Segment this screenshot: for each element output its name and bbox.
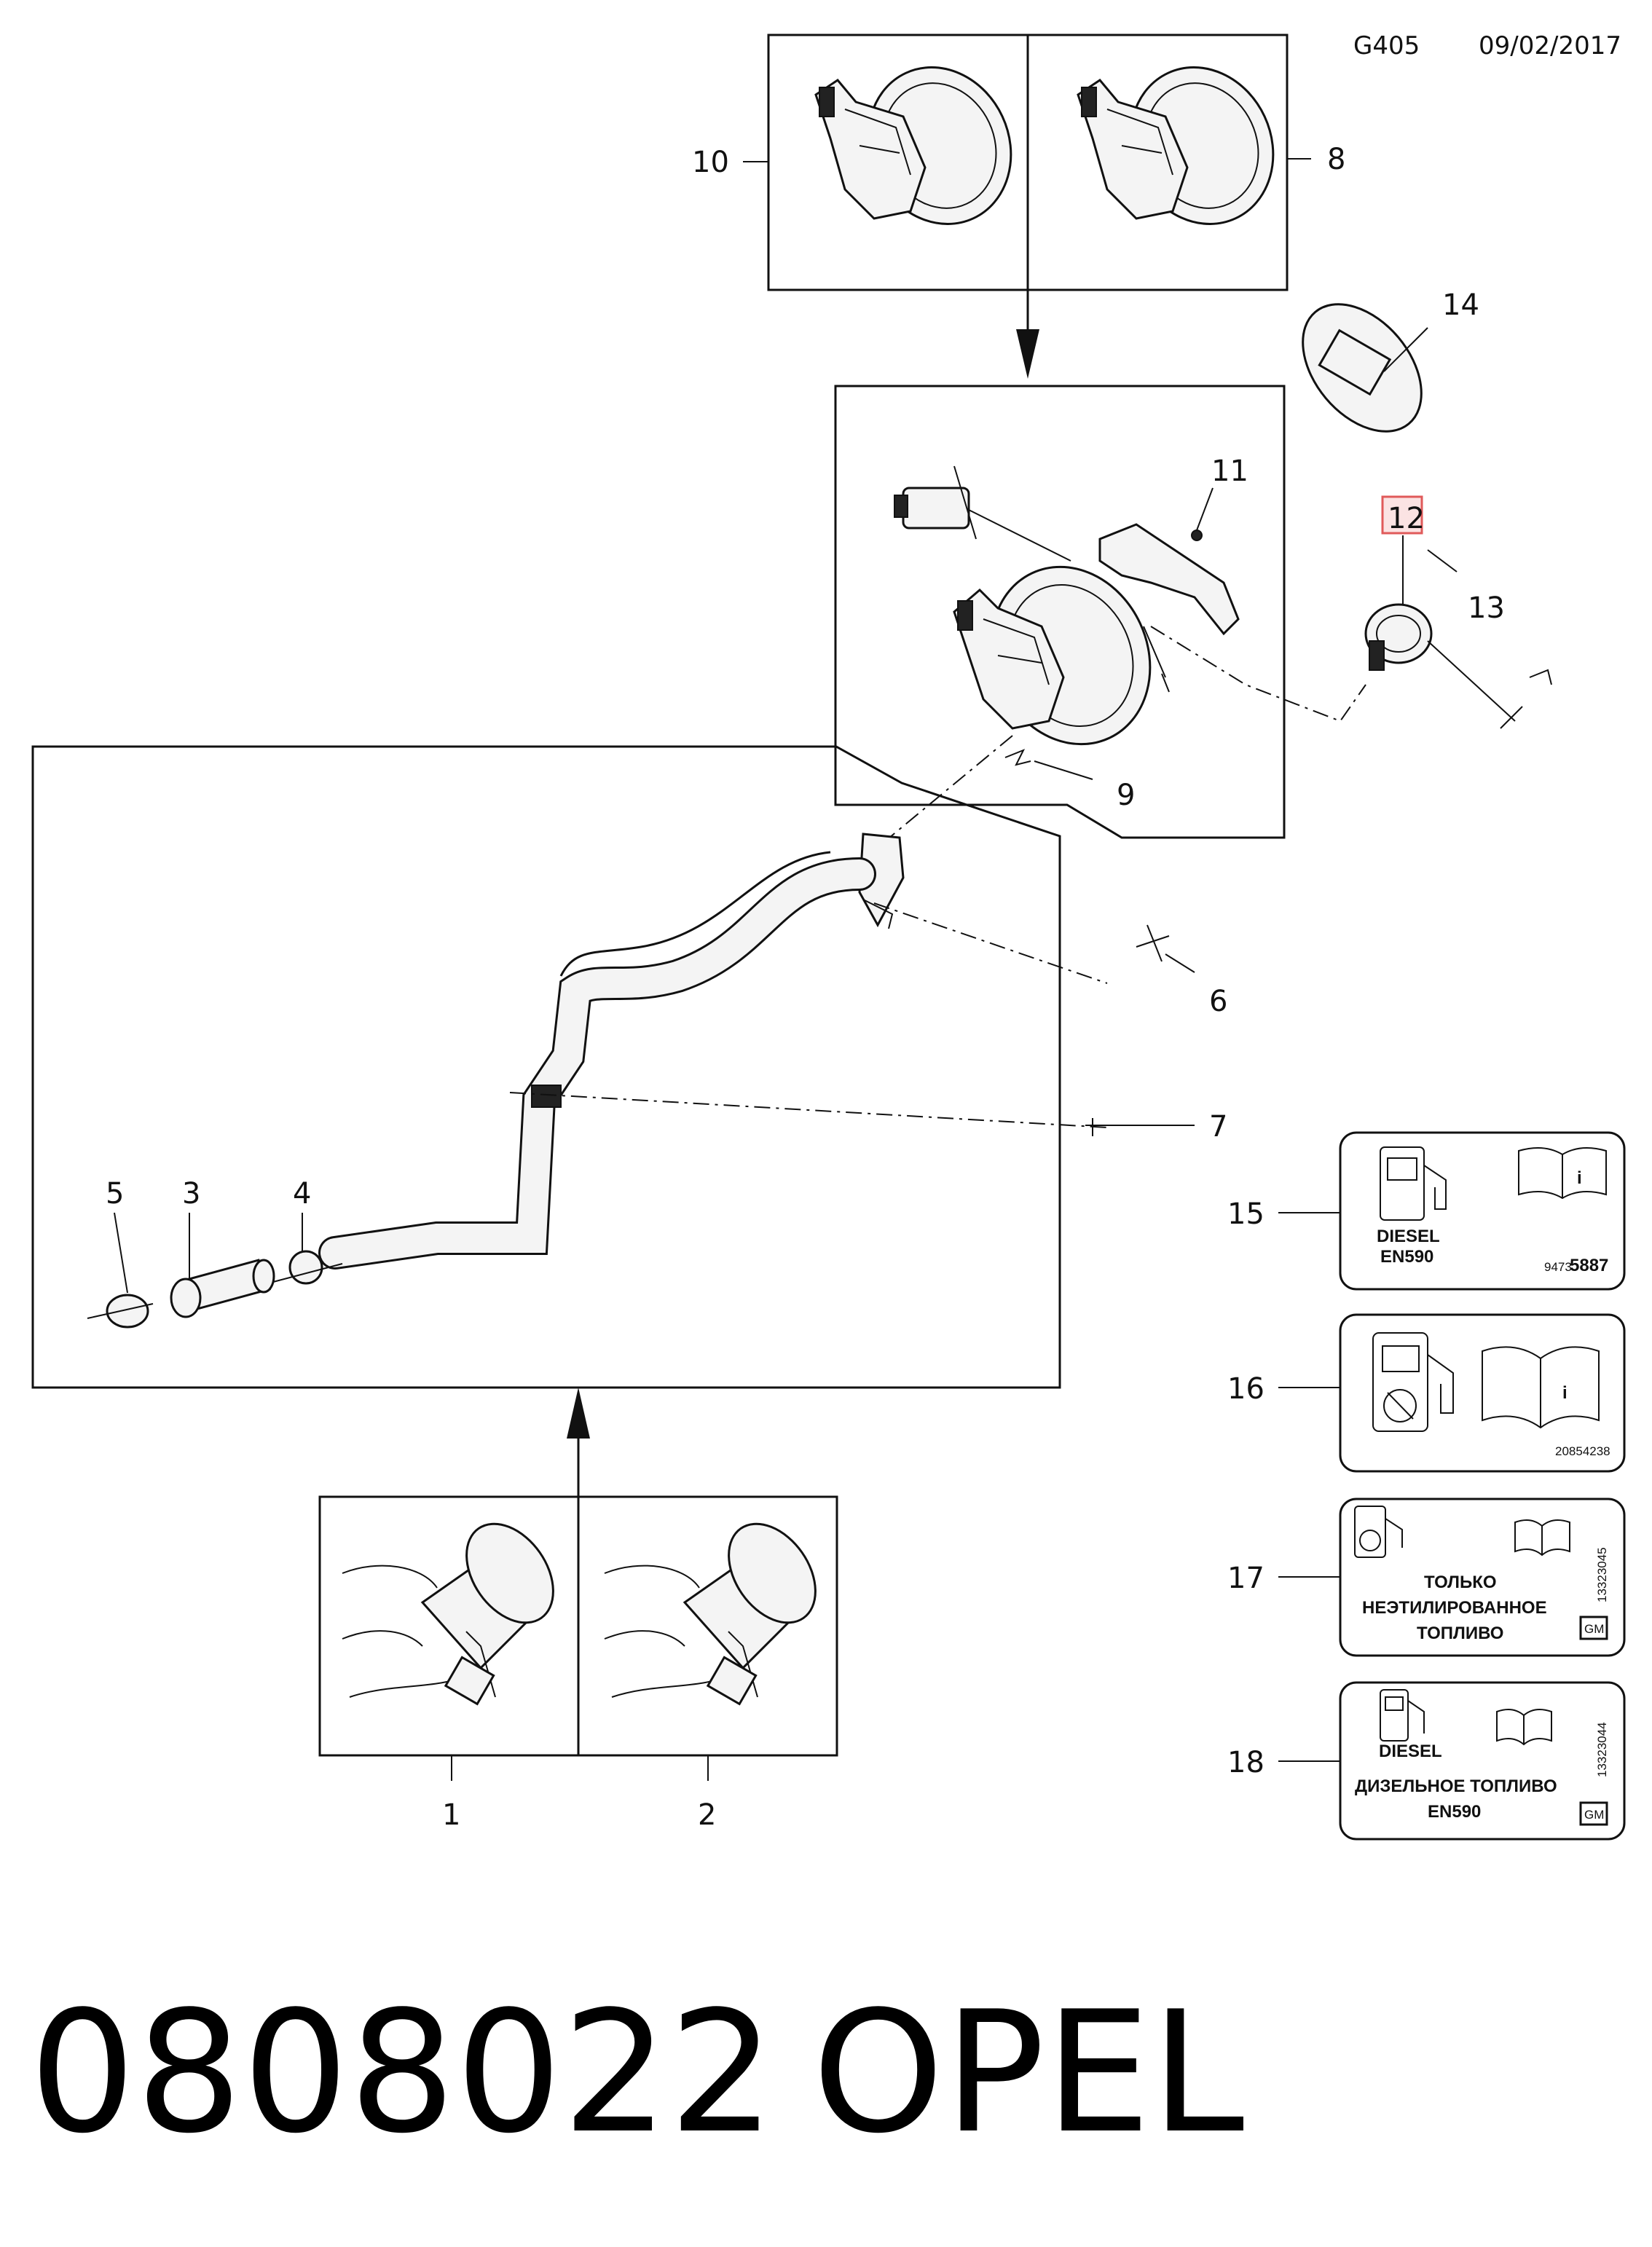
label-18-line3: EN590 <box>1428 1802 1481 1822</box>
callout-15: 15 <box>1227 1197 1264 1231</box>
callout-13: 13 <box>1468 591 1505 625</box>
callout-10: 10 <box>692 146 729 179</box>
part-14-seal-plate <box>1302 303 1428 433</box>
callout-9: 9 <box>1117 779 1135 812</box>
callout-14: 14 <box>1442 288 1479 322</box>
diagram-code: G405 <box>1353 31 1420 60</box>
fuel-pump-icon <box>1380 1146 1447 1221</box>
part-11-bracket <box>1098 487 1240 636</box>
part-7-screw <box>1085 1118 1195 1136</box>
alignment-line-cap <box>1150 626 1366 723</box>
callout-17: 17 <box>1227 1562 1264 1595</box>
highlight-box <box>1381 495 1423 535</box>
svg-text:i: i <box>1577 1168 1582 1188</box>
alignment-line-bolt-7 <box>509 1092 1108 1128</box>
part-12-filler-cap <box>1364 495 1433 671</box>
fuel-pump-icon <box>1380 1689 1425 1742</box>
filler-pipe-box <box>31 745 1061 1389</box>
callout-3: 3 <box>182 1177 200 1211</box>
fuel-pump-unleaded-icon <box>1354 1506 1403 1558</box>
fuel-pump-unleaded-icon <box>1372 1332 1454 1432</box>
label-17-brand: GM <box>1584 1622 1604 1636</box>
label-16-code: 20854238 <box>1555 1444 1610 1458</box>
part-6-bolt <box>1136 924 1195 973</box>
fuel-door-actuator <box>894 465 1071 562</box>
manual-book-icon <box>1496 1708 1552 1746</box>
label-15-line1: DIESEL <box>1377 1227 1440 1246</box>
label-17-code: 13323045 <box>1595 1547 1609 1602</box>
callout-8: 8 <box>1327 143 1345 176</box>
label-17-line2: НЕЭТИЛИРОВАННОЕ <box>1362 1598 1547 1618</box>
label-18-line2: ДИЗЕЛЬНОЕ ТОПЛИВО <box>1355 1776 1557 1796</box>
label-15-diesel-en590: i DIESEL EN590 9473 5887 <box>1339 1131 1626 1291</box>
manual-book-icon: i <box>1482 1346 1600 1429</box>
fuel-door-housing <box>953 565 1152 746</box>
label-17-unleaded-only: ТОЛЬКО НЕЭТИЛИРОВАННОЕ ТОПЛИВО 13323045 … <box>1339 1498 1626 1657</box>
part-5-hose-clamp <box>87 1294 154 1329</box>
diagram-date: 09/02/2017 <box>1479 31 1621 60</box>
filler-neck-variants-box <box>318 1388 838 1781</box>
filler-neck-variant-1 <box>342 1522 554 1706</box>
label-15-code-prefix: 9473 <box>1544 1260 1572 1274</box>
label-16-unleaded-pictogram: i 20854238 <box>1339 1313 1626 1473</box>
callout-12: 12 <box>1388 502 1425 535</box>
fuel-door-assembly-box <box>834 385 1286 839</box>
callout-18: 18 <box>1227 1746 1264 1779</box>
callout-1: 1 <box>442 1798 460 1832</box>
alignment-line-pipe <box>884 735 1013 842</box>
callout-6: 6 <box>1209 985 1227 1018</box>
fuel-door-housing-variant-10 <box>814 66 1012 225</box>
part-3-hose <box>170 1259 275 1318</box>
filler-neck-variant-2 <box>604 1522 817 1706</box>
label-15-line2: EN590 <box>1380 1247 1433 1267</box>
label-15-code: 5887 <box>1570 1256 1608 1275</box>
label-18-diesel-en590-ru: DIESEL ДИЗЕЛЬНОЕ ТОПЛИВО EN590 13323044 … <box>1339 1681 1626 1841</box>
brand-name: OPEL <box>812 1976 1244 2171</box>
callout-5: 5 <box>106 1177 124 1211</box>
label-18-line1: DIESEL <box>1379 1742 1442 1761</box>
manual-book-icon <box>1514 1519 1570 1557</box>
label-17-line3: ТОПЛИВО <box>1417 1624 1503 1643</box>
label-18-brand: GM <box>1584 1808 1604 1822</box>
part-4-hose-clamp <box>272 1250 343 1285</box>
alignment-line-bolt-6 <box>873 902 1108 984</box>
callout-11: 11 <box>1211 454 1248 488</box>
part-13-tether <box>1427 549 1552 729</box>
label-17-line1: ТОЛЬКО <box>1424 1573 1497 1592</box>
fuel-door-housing-variant-8 <box>1077 66 1275 225</box>
manual-book-icon: i <box>1518 1147 1607 1200</box>
label-18-code: 13323044 <box>1595 1722 1609 1777</box>
filler-neck-tube <box>318 833 905 1270</box>
callout-4: 4 <box>293 1177 311 1211</box>
callout-2: 2 <box>698 1798 716 1832</box>
svg-text:i: i <box>1562 1383 1568 1403</box>
part-number: 0808022 <box>29 1976 775 2171</box>
callout-16: 16 <box>1227 1372 1264 1406</box>
fuel-door-variants-box <box>743 34 1311 379</box>
callout-7: 7 <box>1209 1110 1227 1144</box>
